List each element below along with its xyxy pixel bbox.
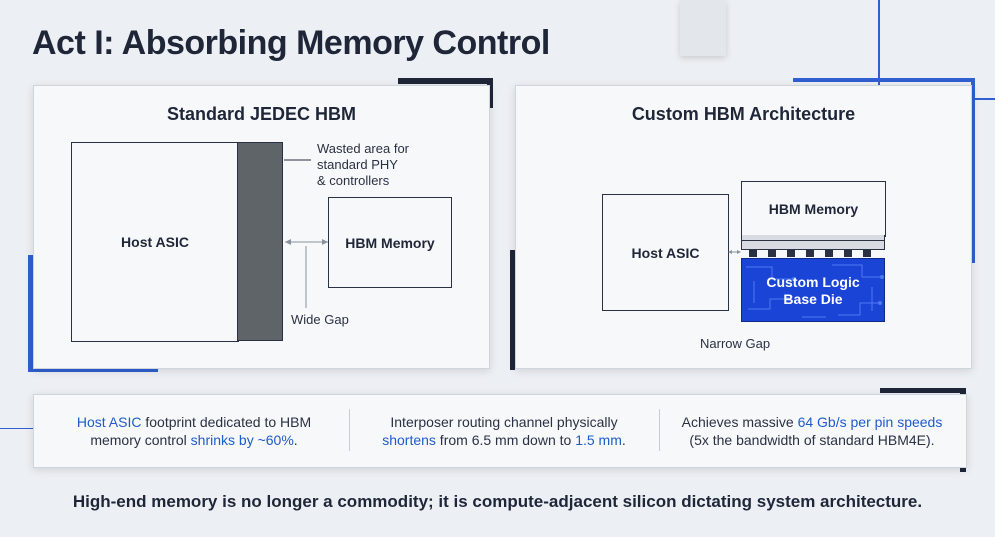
hbm-memory-box: HBM Memory: [328, 197, 452, 288]
host-asic-label: Host ASIC: [121, 234, 189, 250]
narrow-gap-marker: [728, 250, 741, 254]
base-die-line2: Base Die: [783, 291, 843, 307]
custom-hbm-title: Custom HBM Architecture: [631, 104, 856, 124]
wasted-area-block: [237, 142, 283, 341]
stat-speed-value: 64 Gb/s per pin speeds: [797, 414, 943, 430]
decor-bracket-stats-h: [880, 388, 966, 393]
stat-footprint-period: .: [293, 432, 298, 448]
stats-divider-2: [659, 409, 660, 451]
custom-logic-base-die: Custom Logic Base Die: [741, 258, 885, 322]
stats-divider-1: [349, 409, 350, 451]
wasted-area-line2: standard PHY: [317, 157, 398, 172]
decor-square-top: [680, 0, 726, 56]
stat-footprint-host: Host ASIC: [76, 414, 142, 430]
standard-hbm-panel: Standard JEDEC HBM Host ASIC HBM Memory …: [33, 85, 490, 369]
stat-footprint-text2: memory control: [90, 432, 191, 448]
hbm-stack-layers: [741, 235, 885, 250]
page-title: Act I: Absorbing Memory Control: [32, 24, 550, 62]
stat-footprint: Host ASIC footprint dedicated to HBM mem…: [44, 413, 344, 449]
stat-speed-text2: (5x the bandwidth of standard HBM4E).: [689, 432, 935, 448]
standard-hbm-title: Standard JEDEC HBM: [166, 104, 357, 124]
narrow-gap-label: Narrow Gap: [700, 336, 771, 351]
hbm-memory-label: HBM Memory: [345, 234, 435, 251]
decor-bracket-right-panel: [793, 78, 975, 82]
stat-speed: Achieves massive 64 Gb/s per pin speeds …: [664, 413, 960, 449]
stat-interposer-value: 1.5 mm: [575, 432, 622, 448]
custom-hbm-memory-label: HBM Memory: [768, 201, 859, 217]
decor-line-left: [0, 428, 34, 429]
circuit-pattern: [746, 264, 884, 318]
custom-hbm-panel: Custom HBM Architecture Host ASIC HBM Me…: [515, 85, 972, 369]
stat-interposer-text2: from 6.5 mm down to: [435, 432, 576, 448]
decor-bracket-left-panel-v: [487, 78, 493, 108]
stat-speed-text1: Achieves massive: [681, 414, 798, 430]
decor-bracket-left-bottom: [28, 255, 34, 372]
base-die-line1: Custom Logic: [766, 274, 860, 290]
base-die-label: Custom Logic Base Die: [742, 274, 884, 308]
stat-footprint-shrink: shrinks by ~60%: [190, 432, 294, 448]
decor-bracket-mid: [510, 250, 515, 370]
decor-bracket-left-bottom-h: [28, 367, 158, 372]
stat-interposer-text1: Interposer routing channel physically: [390, 414, 618, 430]
stats-bar: Host ASIC footprint dedicated to HBM mem…: [33, 394, 967, 468]
decor-line-top-right: [878, 0, 880, 100]
wasted-area-label: Wasted area for standard PHY & controlle…: [317, 141, 409, 189]
wasted-area-line1: Wasted area for: [317, 141, 410, 156]
stat-interposer: Interposer routing channel physically sh…: [354, 413, 654, 449]
host-asic-box: Host ASIC: [71, 142, 239, 342]
decor-bracket-left-panel: [398, 78, 493, 84]
connector-lines: [284, 159, 328, 308]
decor-bracket-right-panel-v: [971, 78, 975, 263]
custom-hbm-memory-box: HBM Memory: [741, 181, 886, 237]
custom-host-asic-label: Host ASIC: [631, 244, 700, 261]
stat-interposer-shortens: shortens: [382, 432, 436, 448]
footer-statement: High-end memory is no longer a commodity…: [72, 492, 923, 511]
tsv-connectors: [749, 250, 871, 257]
wasted-area-line3: & controllers: [317, 173, 390, 188]
stat-interposer-period: .: [621, 432, 626, 448]
custom-host-asic-box: Host ASIC: [602, 194, 729, 311]
wide-gap-label: Wide Gap: [291, 312, 349, 327]
stat-footprint-text1: footprint dedicated to HBM: [141, 414, 312, 430]
